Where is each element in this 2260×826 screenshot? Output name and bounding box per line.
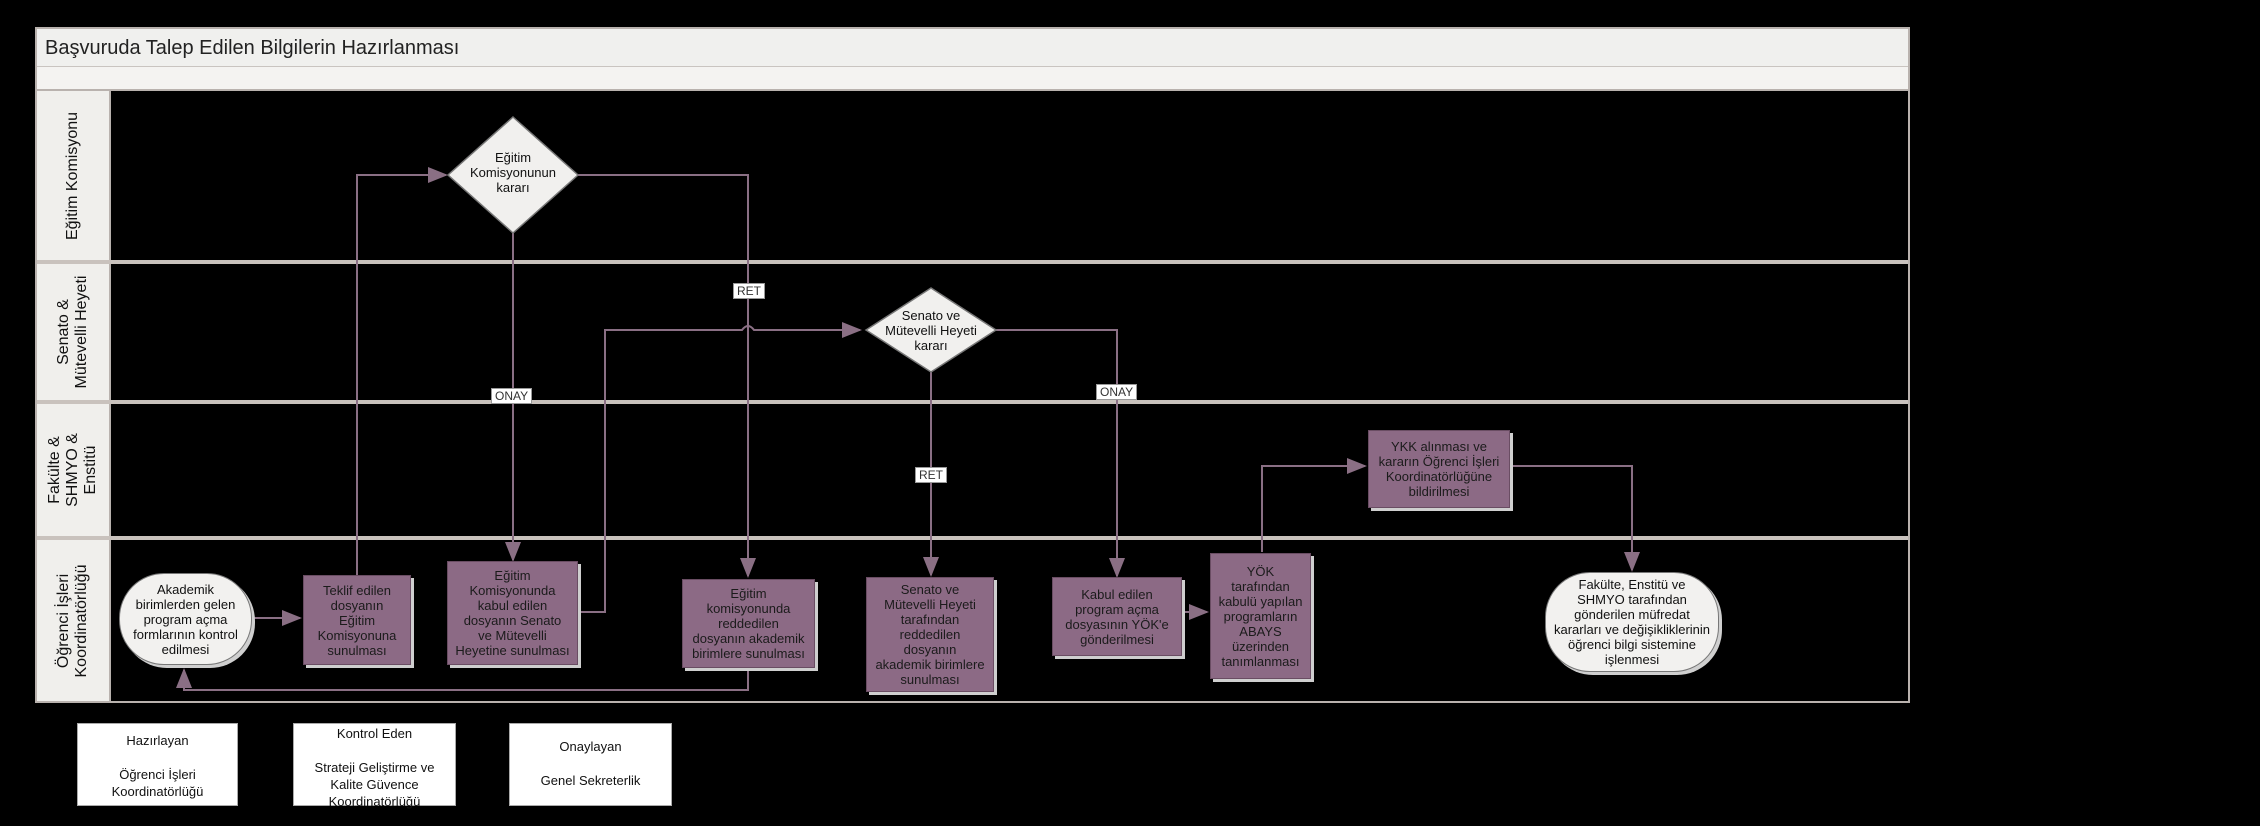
decision-komisyon-label: Eğitim Komisyonunun kararı	[470, 150, 556, 195]
label-ret-senato: RET	[915, 467, 947, 483]
label-onay-senato: ONAY	[1096, 384, 1138, 400]
arrow-abays-to-ykk	[1261, 458, 1367, 552]
lane-divider	[37, 260, 1908, 264]
arrow-return-to-start	[176, 668, 749, 691]
arrow-kabul-to-senato	[578, 322, 862, 613]
signature-kontrol-eden: Kontrol Eden Strateji Geliştirme ve Kali…	[293, 723, 456, 809]
process-ykk: YKK alınması ve kararın Öğrenci İşleri K…	[1368, 430, 1510, 508]
process-kabul-senato: Eğitim Komisyonunda kabul edilen dosyanı…	[447, 561, 578, 665]
lane-divider	[37, 536, 1908, 540]
process-abays: YÖK tarafından kabulü yapılan programlar…	[1210, 553, 1311, 679]
arrow-ykk-to-end	[1510, 465, 1640, 572]
lane-header-ogrenci-isleri: Öğrenci İşleri Koordinatörlüğü	[37, 540, 111, 701]
lane-header-egitim-komisyonu: Eğitim Komisyonu	[37, 91, 111, 260]
diagram-title: Başvuruda Talep Edilen Bilgilerin Hazırl…	[37, 29, 1908, 67]
signature-onaylayan: Onaylayan Genel Sekreterlik	[509, 723, 672, 806]
arrow-komisyon-ret	[578, 174, 756, 578]
process-senato-red: Senato ve Mütevelli Heyeti tarafından re…	[866, 577, 994, 692]
process-teklif: Teklif edilen dosyanın Eğitim Komisyonun…	[303, 575, 411, 665]
lane-header-fakulte: Fakülte & SHMYO & Enstitü	[37, 404, 111, 536]
arrow-teklif-to-komisyon	[356, 167, 448, 575]
process-yok-gonder: Kabul edilen program açma dosyasının YÖK…	[1052, 577, 1182, 656]
decision-diamond-senato	[864, 287, 998, 373]
label-onay-komisyon: ONAY	[491, 388, 533, 404]
signature-hazirlayan: Hazırlayan Öğrenci İşleri Koordinatörlüğ…	[77, 723, 238, 806]
end-node: Fakülte, Enstitü ve SHMYO tarafından gön…	[1545, 572, 1719, 672]
start-node: Akademik birimlerden gelen program açma …	[119, 573, 252, 665]
decision-diamond-komisyon	[446, 115, 580, 235]
label-ret-komisyon: RET	[733, 283, 765, 299]
lane-divider	[37, 400, 1908, 404]
swimlane-pool	[35, 27, 1910, 703]
pool-header-strip	[37, 67, 1908, 91]
decision-senato-label: Senato ve Mütevelli Heyeti kararı	[885, 308, 977, 353]
lane-header-senato: Senato & Mütevelli Heyeti	[37, 264, 111, 400]
arrow-senato-onay	[995, 329, 1125, 578]
process-reddedilen-komisyon: Eğitim komisyonunda reddedilen dosyanın …	[682, 579, 815, 668]
